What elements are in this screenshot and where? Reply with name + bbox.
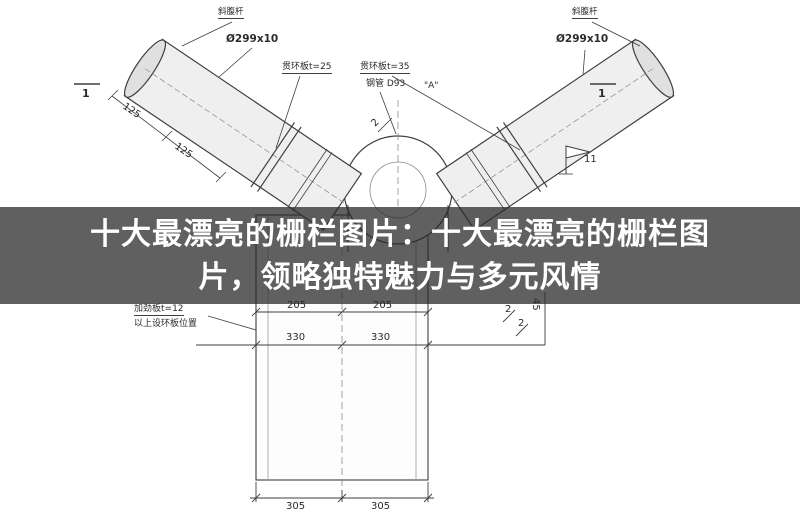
flag-icon bbox=[559, 145, 591, 175]
section-number-right: 1 bbox=[598, 87, 606, 100]
section-number-left: 1 bbox=[82, 87, 90, 100]
flag-mark: 11 bbox=[584, 154, 597, 165]
title-line-1: 十大最漂亮的栅栏图片：十大最漂亮的栅栏图 bbox=[90, 216, 710, 252]
dim-205-a: 205 bbox=[287, 300, 307, 311]
dim-305-a: 305 bbox=[286, 501, 306, 512]
dim-125-line bbox=[107, 89, 227, 183]
title-banner: 十大最漂亮的栅栏图片：十大最漂亮的栅栏图 片，领略独特魅力与多元风情 bbox=[0, 207, 800, 304]
dim-305-b: 305 bbox=[371, 501, 391, 512]
left-brace-pipe bbox=[123, 38, 363, 231]
member-tag-left: 斜腹杆 bbox=[218, 7, 244, 19]
ring-position-note: 以上设环板位置 bbox=[134, 319, 198, 329]
pipe-note: 钢管 D93 bbox=[366, 79, 406, 89]
ring-plate-note-right: 贯环板t=35 bbox=[360, 62, 410, 74]
dim-205-b: 205 bbox=[373, 300, 393, 311]
ring-plate-note-left: 贯环板t=25 bbox=[282, 62, 332, 74]
detail-a-mark: "A" bbox=[424, 81, 439, 91]
pipe-spec-right: Ø299x10 bbox=[556, 33, 609, 45]
right-brace-pipe bbox=[435, 38, 675, 231]
stiffener-note: 加劲板t=12 bbox=[134, 304, 184, 316]
dim-330-a: 330 bbox=[286, 332, 306, 343]
dim-305-row bbox=[250, 482, 434, 503]
leader-lines bbox=[181, 21, 641, 331]
member-tag-right: 斜腹杆 bbox=[572, 7, 598, 19]
title-line-2: 片，领略独特魅力与多元风情 bbox=[198, 259, 602, 295]
dim-205-row bbox=[251, 307, 433, 317]
mark-2b: 2 bbox=[518, 318, 525, 329]
mark-2a: 2 bbox=[505, 304, 512, 315]
dim-330-b: 330 bbox=[371, 332, 391, 343]
pipe-spec-left: Ø299x10 bbox=[226, 33, 279, 45]
